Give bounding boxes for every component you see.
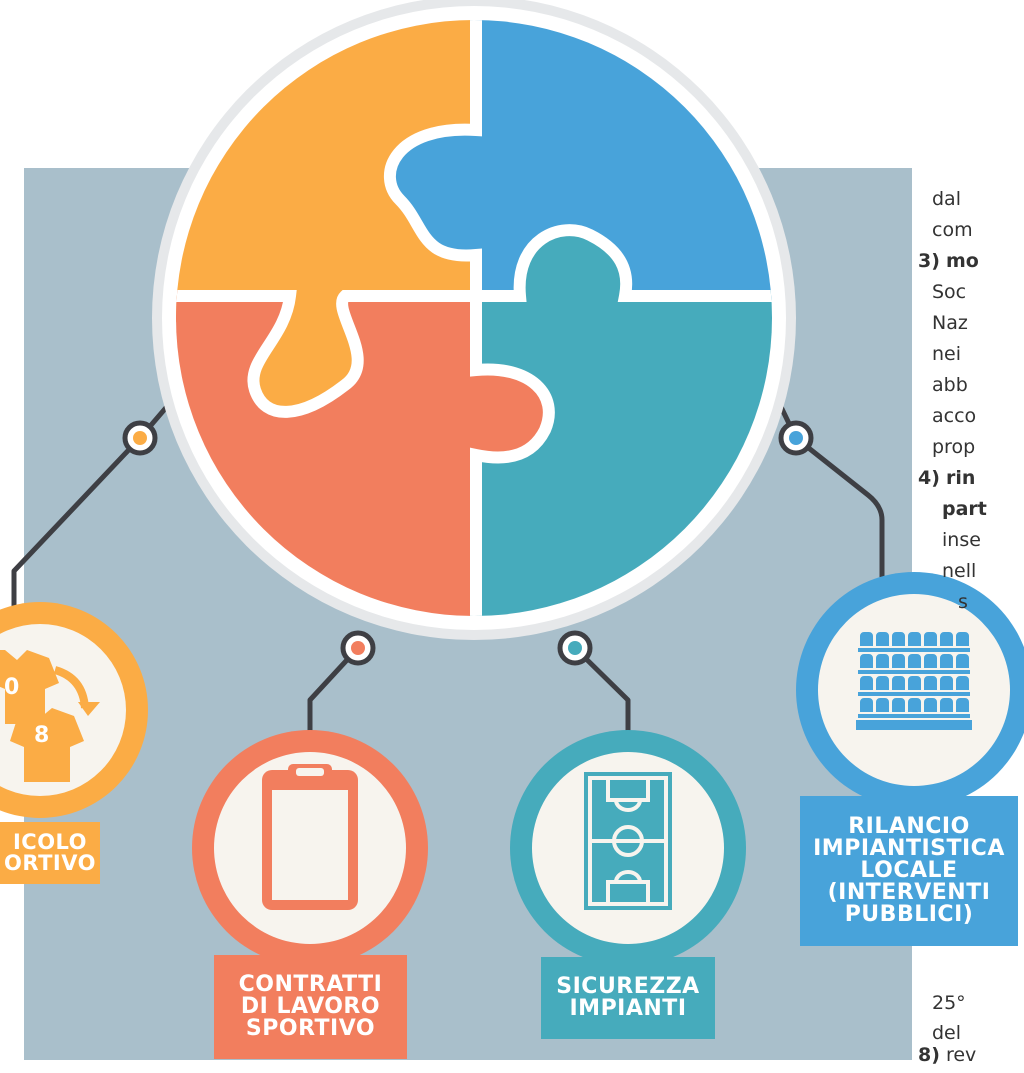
side-text-fragment-16: del bbox=[932, 1022, 962, 1044]
side-text-fragment-2: com bbox=[932, 219, 973, 241]
label-rilancio-line-2: IMPIANTISTICA bbox=[813, 836, 1005, 861]
label-rilancio-line-5: PUBBLICI) bbox=[844, 902, 974, 927]
side-text-fragment-9: prop bbox=[932, 436, 976, 458]
side-text-fragment-15: 25° bbox=[932, 992, 966, 1014]
label-rilancio: RILANCIO IMPIANTISTICA LOCALE (INTERVENT… bbox=[800, 796, 1018, 946]
side-text-fragment-4: Soc bbox=[932, 281, 967, 303]
label-contratti-line-3: SPORTIVO bbox=[245, 1016, 376, 1041]
connector-nodes bbox=[122, 420, 814, 666]
puzzle-icon bbox=[152, 0, 796, 640]
label-contratti-line-2: DI LAVORO bbox=[240, 994, 381, 1019]
label-left: ICOLO ORTIVO bbox=[0, 822, 100, 884]
label-contratti: CONTRATTI DI LAVORO SPORTIVO bbox=[214, 955, 407, 1059]
side-text-fragment-6: nei bbox=[932, 343, 962, 365]
side-text-item-title-4: rin bbox=[945, 467, 976, 489]
label-left-line-1: ICOLO bbox=[12, 830, 88, 854]
side-text-bold-fragment: part bbox=[942, 498, 987, 520]
side-text-item-title-8: rev bbox=[945, 1044, 977, 1066]
side-text-item-number-3: 3) bbox=[918, 250, 940, 272]
jersey-swap-icon bbox=[0, 650, 100, 782]
label-sicurezza: SICUREZZA IMPIANTI bbox=[541, 957, 715, 1039]
side-text-fragment-1: dal bbox=[932, 188, 961, 210]
badge-sicurezza bbox=[510, 730, 746, 966]
jersey-number-left: 0 bbox=[4, 675, 19, 700]
badge-contratti bbox=[192, 730, 428, 966]
side-text-fragment-17: 8) rev bbox=[918, 1040, 976, 1071]
side-text-fragment-12: inse bbox=[942, 529, 981, 551]
label-left-line-2: ORTIVO bbox=[4, 851, 96, 875]
badge-rilancio bbox=[796, 572, 1024, 808]
label-sicurezza-line-2: IMPIANTI bbox=[569, 996, 687, 1021]
label-sicurezza-line-1: SICUREZZA bbox=[556, 974, 700, 999]
stadium-seats-icon bbox=[856, 632, 972, 730]
side-text-fragment-5: Naz bbox=[932, 312, 968, 334]
side-text-fragment-14: s bbox=[958, 591, 968, 613]
label-rilancio-line-3: LOCALE bbox=[860, 858, 958, 883]
side-text-item-number-8: 8) bbox=[918, 1044, 940, 1066]
side-text-fragment-7: abb bbox=[932, 374, 968, 396]
side-text-fragment-10: 4) rin bbox=[918, 463, 975, 494]
badge-left: 0 8 bbox=[0, 602, 148, 818]
side-text-item-number-4: 4) bbox=[918, 467, 940, 489]
label-rilancio-line-1: RILANCIO bbox=[848, 814, 970, 839]
side-text-fragment-13: nell bbox=[942, 560, 977, 582]
label-contratti-line-1: CONTRATTI bbox=[238, 972, 383, 997]
side-text-fragment-3: 3) mo bbox=[918, 246, 979, 277]
side-text-item-title-3: mo bbox=[945, 250, 979, 272]
clipboard-icon bbox=[262, 764, 358, 910]
football-field-icon bbox=[584, 772, 672, 910]
side-text-fragment-11: part bbox=[942, 494, 987, 525]
jersey-number-right: 8 bbox=[34, 723, 49, 748]
side-text-fragment-8: acco bbox=[932, 405, 977, 427]
label-rilancio-line-4: (INTERVENTI bbox=[827, 880, 991, 905]
